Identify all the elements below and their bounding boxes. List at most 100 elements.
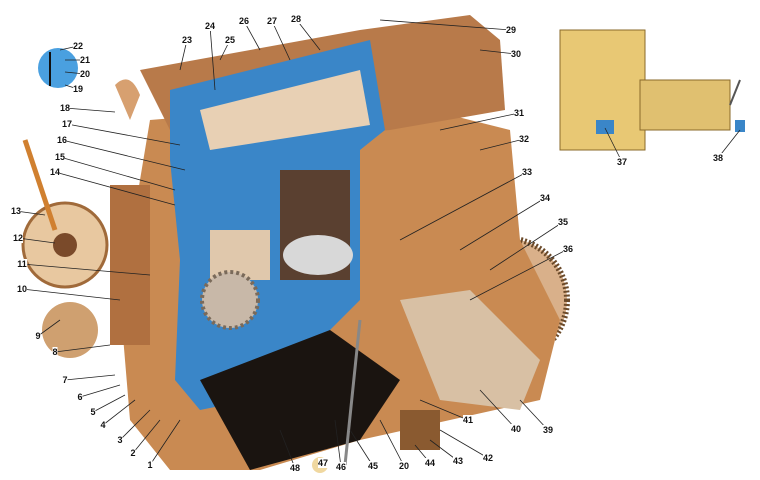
- leader-line: [54, 344, 111, 353]
- leader-line: [439, 112, 520, 131]
- piston: [283, 235, 353, 275]
- callout-label-19: 19: [72, 84, 84, 94]
- callout-label-25: 25: [224, 35, 236, 45]
- intake-pipe: [115, 79, 140, 120]
- callout-label-4: 4: [100, 420, 106, 430]
- leader-line: [119, 409, 151, 441]
- callout-label-43: 43: [452, 456, 464, 466]
- leader-line: [439, 429, 489, 459]
- leader-line: [479, 138, 525, 151]
- leader-line: [66, 123, 181, 146]
- callout-label-2: 2: [130, 448, 136, 458]
- callout-label-35: 35: [557, 217, 569, 227]
- callout-label-40: 40: [510, 424, 522, 434]
- callout-label-21: 21: [79, 55, 91, 65]
- callout-label-14: 14: [49, 167, 61, 177]
- callout-label-27: 27: [266, 16, 278, 26]
- callout-label-28: 28: [290, 14, 302, 24]
- callout-label-12: 12: [12, 233, 24, 243]
- leader-line: [17, 237, 56, 244]
- callout-label-31: 31: [513, 108, 525, 118]
- leader-line: [79, 384, 121, 398]
- crankcase: [200, 330, 400, 470]
- callout-label-18: 18: [59, 103, 71, 113]
- callout-label-13: 13: [10, 206, 22, 216]
- engine-mount: [400, 290, 540, 410]
- callout-label-9: 9: [35, 331, 41, 341]
- oil-pump-housing: [210, 230, 270, 280]
- leader-line: [92, 394, 126, 413]
- callout-label-39: 39: [542, 425, 554, 435]
- callout-label-23: 23: [181, 35, 193, 45]
- leader-line: [209, 25, 216, 91]
- callout-label-41: 41: [462, 415, 474, 425]
- fan-blade: [22, 139, 58, 231]
- callout-label-45: 45: [367, 461, 379, 471]
- leader-line: [279, 429, 296, 469]
- callout-label-17: 17: [61, 119, 73, 129]
- callout-label-20: 20: [398, 461, 410, 471]
- callout-label-10: 10: [16, 284, 28, 294]
- leader-line: [64, 374, 116, 381]
- callout-label-3: 3: [117, 435, 123, 445]
- leader-line: [479, 389, 517, 430]
- callout-label-38: 38: [712, 153, 724, 163]
- leader-line: [469, 248, 569, 301]
- leader-line: [132, 419, 161, 454]
- callout-label-22: 22: [72, 41, 84, 51]
- callout-label-34: 34: [539, 193, 551, 203]
- leader-line: [419, 399, 469, 421]
- dipstick: [343, 319, 362, 466]
- leader-line: [54, 171, 176, 206]
- callout-label-47: 47: [317, 458, 329, 468]
- leader-line: [459, 197, 546, 251]
- crank-pulley: [42, 302, 98, 358]
- callout-label-30: 30: [510, 49, 522, 59]
- leader-line: [21, 263, 151, 276]
- callout-label-16: 16: [56, 135, 68, 145]
- callout-label-20: 20: [79, 69, 91, 79]
- leader-line: [334, 419, 342, 468]
- inset-engine-gearbox: [559, 29, 745, 151]
- callout-label-15: 15: [54, 152, 66, 162]
- callout-label-33: 33: [521, 167, 533, 177]
- leader-line: [102, 399, 136, 426]
- inset-detail-circle: [38, 48, 78, 88]
- callout-label-42: 42: [482, 453, 494, 463]
- leader-line: [271, 20, 291, 61]
- fan-hub: [53, 233, 77, 257]
- leader-line: [64, 107, 116, 113]
- leader-line: [379, 419, 405, 467]
- leader-line: [379, 19, 512, 31]
- callout-label-6: 6: [77, 392, 83, 402]
- callout-label-37: 37: [616, 157, 628, 167]
- leader-line: [21, 288, 121, 301]
- fuel-pump: [400, 410, 440, 450]
- callout-label-26: 26: [238, 16, 250, 26]
- callout-label-46: 46: [335, 462, 347, 472]
- callout-label-36: 36: [562, 244, 574, 254]
- water-pump: [110, 185, 150, 345]
- callout-label-44: 44: [424, 458, 436, 468]
- callout-label-29: 29: [505, 25, 517, 35]
- callout-label-32: 32: [518, 134, 530, 144]
- leader-line: [479, 49, 517, 55]
- callout-label-1: 1: [147, 460, 153, 470]
- leader-line: [149, 419, 181, 466]
- callout-label-7: 7: [62, 375, 68, 385]
- callout-label-5: 5: [90, 407, 96, 417]
- camshaft: [200, 70, 370, 150]
- leader-line: [59, 156, 176, 191]
- callout-label-24: 24: [204, 21, 216, 31]
- leader-line: [349, 429, 374, 467]
- leader-line: [489, 221, 564, 271]
- callout-label-11: 11: [17, 259, 27, 269]
- leader-line: [37, 319, 61, 337]
- leader-line: [179, 39, 188, 71]
- callout-label-8: 8: [52, 347, 58, 357]
- leader-line: [399, 171, 528, 241]
- leader-line: [61, 139, 186, 171]
- leader-line: [604, 127, 623, 163]
